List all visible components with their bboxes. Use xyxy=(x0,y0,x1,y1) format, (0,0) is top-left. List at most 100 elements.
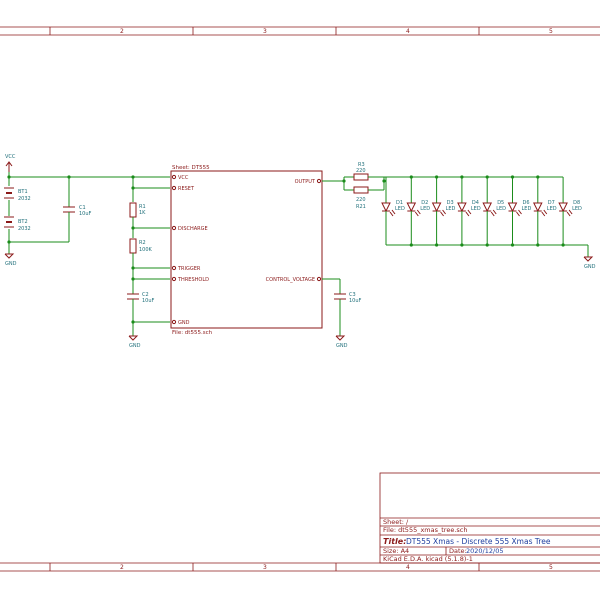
gnd-label-timing: GND xyxy=(129,343,141,349)
capacitor-c3[interactable]: C3 10uF xyxy=(334,292,362,304)
led-ref: D7 xyxy=(548,200,555,206)
gnd-label-left: GND xyxy=(5,261,17,267)
led-emission-arrow xyxy=(566,211,571,217)
zone-label-bottom: 2 xyxy=(120,564,124,571)
led-symbol xyxy=(457,202,467,213)
led-emission-arrow xyxy=(568,209,573,215)
r3-value: 220 xyxy=(356,168,366,174)
c2-ref: C2 xyxy=(142,292,149,298)
r1-ref: R1 xyxy=(139,204,146,210)
led-value: LED xyxy=(395,206,405,212)
output-section: R3 220 220 R21 xyxy=(322,162,386,210)
title-block-size: Size: A4 xyxy=(383,547,409,555)
led-symbol xyxy=(482,202,493,213)
capacitor-c2[interactable]: C2 10uF xyxy=(127,292,155,304)
led-emission-arrow xyxy=(541,211,546,217)
gnd-label-c3: GND xyxy=(336,343,348,349)
led-emission-arrow xyxy=(490,211,495,217)
led-emission-arrow xyxy=(389,211,394,217)
r2-value: 100K xyxy=(139,247,153,253)
led-emission-arrow xyxy=(442,209,447,215)
led-emission-arrow xyxy=(467,209,472,215)
zone-label-bottom: 4 xyxy=(406,564,410,571)
led-value: LED xyxy=(496,206,506,212)
title-block-title: DT555 Xmas - Discrete 555 Xmas Tree xyxy=(406,537,551,546)
title-block-kicad: KiCad E.D.A. kicad (5.1.8)-1 xyxy=(383,555,473,563)
zone-label-top: 2 xyxy=(120,28,124,35)
bt2-ref: BT2 xyxy=(18,219,28,225)
led-value: LED xyxy=(572,206,582,212)
drawing-frame: 2 3 4 5 2 3 4 5 xyxy=(0,26,600,572)
sheet-pin-reset: RESET xyxy=(178,186,195,192)
sheet-pin-gnd: GND xyxy=(178,320,190,326)
led-value: LED xyxy=(471,206,481,212)
vcc-label: VCC xyxy=(5,154,16,160)
bt2-value: 2032 xyxy=(18,226,31,232)
led-ref: D4 xyxy=(472,200,479,206)
capacitor-c1[interactable]: C1 10uF xyxy=(63,177,92,242)
led-value: LED xyxy=(547,206,557,212)
control-voltage-section: C3 10uF GND xyxy=(322,278,362,349)
led-ref: D2 xyxy=(421,200,428,206)
junction-dot xyxy=(409,243,413,247)
r3-ref: R3 xyxy=(358,162,365,168)
junction-dot xyxy=(435,175,439,179)
led-symbol xyxy=(507,202,518,213)
battery-bt2[interactable]: BT2 2032 xyxy=(4,216,31,232)
junction-dot xyxy=(510,243,515,247)
bt1-ref: BT1 xyxy=(18,189,28,195)
title-block-sheet: Sheet: / xyxy=(383,518,409,526)
resistor-r2[interactable]: R2 100K xyxy=(129,238,153,254)
sheet-pin-trigger: TRIGGER xyxy=(177,266,201,272)
led-ref: D1 xyxy=(396,200,403,206)
junction-dot xyxy=(460,243,464,247)
c3-value: 10uF xyxy=(349,298,362,304)
title-block-date-label: Date: xyxy=(449,547,467,555)
junction-dot xyxy=(561,243,565,247)
zone-label-bottom: 3 xyxy=(263,564,267,571)
led-emission-arrow xyxy=(391,209,396,215)
zone-label-top: 3 xyxy=(263,28,267,35)
led-ref: D8 xyxy=(573,200,580,206)
zone-label-bottom: 5 xyxy=(549,564,553,571)
sheet-file: File: dt555.sch xyxy=(172,330,213,336)
c1-value: 10uF xyxy=(79,211,92,217)
junction-dot xyxy=(460,175,464,179)
timing-section: R1 1K R2 100K C2 10uF GND xyxy=(127,176,170,349)
r21-ref: R21 xyxy=(356,204,366,210)
resistor-r3[interactable]: R3 220 xyxy=(353,162,369,181)
led-symbol xyxy=(532,202,543,213)
junction-dot xyxy=(485,243,489,247)
sheet-name: Sheet: DT555 xyxy=(172,165,210,171)
sheet-pin-vcc: VCC xyxy=(178,175,189,181)
resistor-r1[interactable]: R1 1K xyxy=(129,202,146,218)
led-symbol xyxy=(406,202,417,213)
r21-value: 220 xyxy=(356,197,366,203)
junction-dot xyxy=(536,243,540,247)
battery-bt1[interactable]: BT1 2032 xyxy=(4,187,31,202)
r1-value: 1K xyxy=(139,210,146,216)
sheet-dt555[interactable]: Sheet: DT555 File: dt555.sch VCC RESET D… xyxy=(170,165,323,336)
led-emission-arrow xyxy=(414,211,419,217)
c3-ref: C3 xyxy=(349,292,356,298)
title-block: Sheet: / File: dt555_xmas_tree.sch Title… xyxy=(379,472,600,564)
led-symbol xyxy=(558,202,568,213)
junction-dot xyxy=(510,175,515,179)
led-ref: D3 xyxy=(447,200,454,206)
gnd-label-right: GND xyxy=(584,264,596,270)
resistor-r21[interactable]: 220 R21 xyxy=(353,186,369,210)
title-block-file: File: dt555_xmas_tree.sch xyxy=(383,526,467,534)
c2-value: 10uF xyxy=(142,298,155,304)
led-symbol xyxy=(431,202,442,213)
led-ref: D5 xyxy=(497,200,504,206)
r2-ref: R2 xyxy=(139,240,146,246)
zone-label-top: 4 xyxy=(406,28,410,35)
